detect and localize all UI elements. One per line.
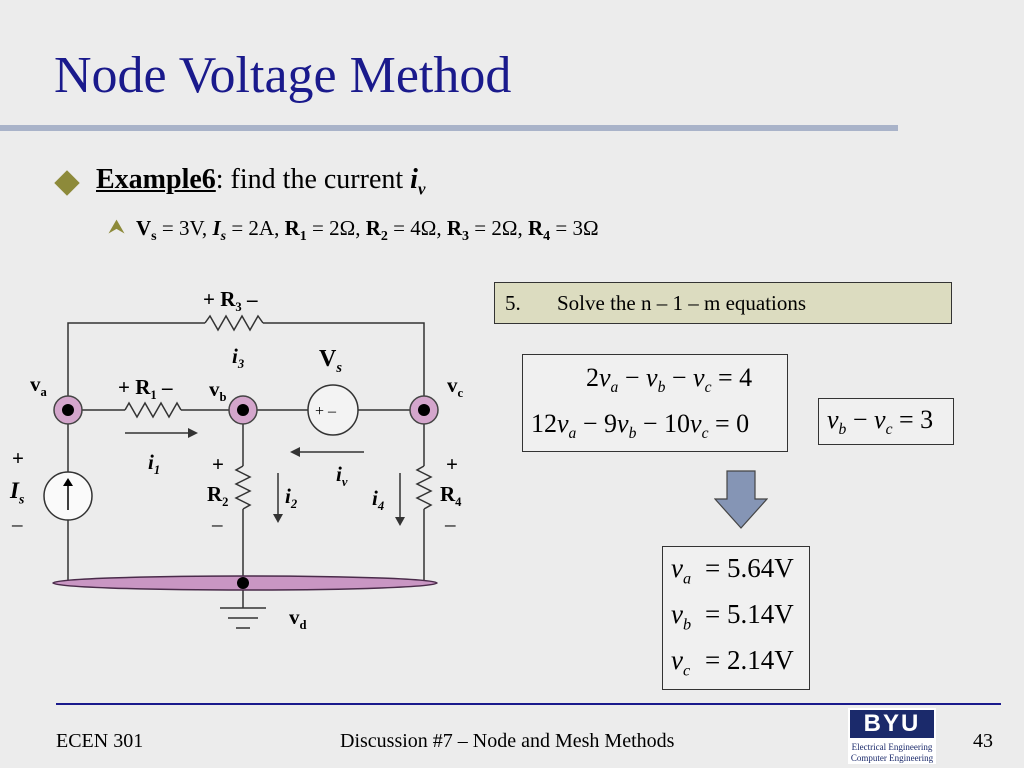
r2-sub: 2 [380, 229, 388, 245]
vs-sub: s [151, 229, 157, 245]
r2-symbol: R [365, 216, 381, 240]
r4-value: = 3Ω [550, 216, 599, 240]
r3-resistor [204, 314, 264, 332]
bullet-values: Vs = 3V, Is = 2A, R1 = 2Ω, R2 = 4Ω, R3 =… [136, 216, 599, 245]
label-vb: vb [209, 377, 227, 405]
footer-rule [56, 703, 1001, 705]
label-r4: R4 [440, 482, 462, 510]
current-var-sub: v [417, 179, 426, 199]
label-r1: + R1 – [118, 375, 173, 403]
page-number: 43 [973, 730, 993, 752]
example-label: Example6 [96, 164, 216, 195]
byu-logo: BYU Electrical Engineering Computer Engi… [848, 708, 936, 764]
label-vc: vc [447, 373, 464, 401]
bullet-example: Example6: find the current iv [96, 164, 425, 200]
is-sub: s [220, 229, 227, 245]
r4-symbol: R [527, 216, 544, 240]
current-var: i [410, 164, 418, 195]
label-i2: i2 [285, 484, 298, 512]
step-number: 5. [505, 291, 521, 315]
r1-symbol: R [284, 216, 300, 240]
result-vc: = 2.14V [705, 645, 794, 675]
label-vd: vd [289, 605, 307, 633]
label-r2-plus: + [212, 452, 224, 476]
constraint-box: vb − vc = 3 [818, 398, 954, 445]
footer-topic: Discussion #7 – Node and Mesh Methods [340, 730, 675, 752]
label-is: Is [10, 478, 25, 507]
label-r3: + R3 – [203, 287, 258, 315]
step-box: 5. Solve the n – 1 – m equations [494, 282, 952, 324]
footer-course: ECEN 301 [56, 730, 144, 752]
is-symbol: I [212, 216, 221, 240]
title-rule [0, 125, 898, 131]
vs-source [307, 384, 359, 436]
label-is-minus: – [12, 512, 23, 536]
label-iv: iv [336, 462, 348, 490]
logo-name: BYU [850, 710, 934, 738]
label-i1: i1 [148, 450, 161, 478]
label-r2: R2 [207, 482, 229, 510]
r3-value: = 2Ω, [469, 216, 528, 240]
label-vs-polarity: + – [315, 403, 337, 420]
r4-resistor [415, 465, 433, 510]
equation-3: vb − vc = 3 [827, 405, 934, 439]
arrow-bullet-icon: ⮝ [108, 216, 125, 238]
vs-value: = 3V, [156, 216, 213, 240]
r4-sub: 4 [543, 229, 551, 245]
results-box: va = 5.64V vb = 5.14V vc = 2.14V [662, 546, 810, 690]
label-vs: Vs [319, 346, 342, 376]
label-va: va [30, 372, 47, 400]
vs-symbol: V [136, 216, 152, 240]
example-text: : find the current [215, 164, 411, 195]
equation-box: 2va − vb − vc = 4 12va − 9vb − 10vc = 0 [522, 354, 788, 452]
label-r2-minus: – [212, 512, 223, 536]
label-is-plus: + [12, 446, 24, 470]
result-va: = 5.64V [705, 553, 794, 583]
label-i3: i3 [232, 344, 245, 372]
result-vb: = 5.14V [705, 599, 794, 629]
down-arrow-icon [714, 470, 768, 529]
equation-2: 12va − 9vb − 10vc = 0 [531, 409, 750, 443]
label-r4-minus: – [445, 512, 456, 536]
equation-1: 2va − vb − vc = 4 [586, 363, 753, 397]
logo-line1: Electrical Engineering [851, 742, 933, 752]
label-i4: i4 [372, 486, 385, 514]
r1-value: = 2Ω, [306, 216, 366, 240]
logo-line2: Computer Engineering [850, 753, 934, 763]
step-text: Solve the n – 1 – m equations [557, 291, 807, 315]
r1-resistor [124, 401, 182, 419]
slide-title: Node Voltage Method [54, 47, 512, 104]
r2-value: = 4Ω, [387, 216, 447, 240]
is-value: = 2A, [226, 216, 285, 240]
r3-sub: 3 [462, 229, 470, 245]
r2-resistor [234, 465, 252, 510]
label-r4-plus: + [446, 452, 458, 476]
r1-sub: 1 [299, 229, 307, 245]
r3-symbol: R [446, 216, 463, 240]
